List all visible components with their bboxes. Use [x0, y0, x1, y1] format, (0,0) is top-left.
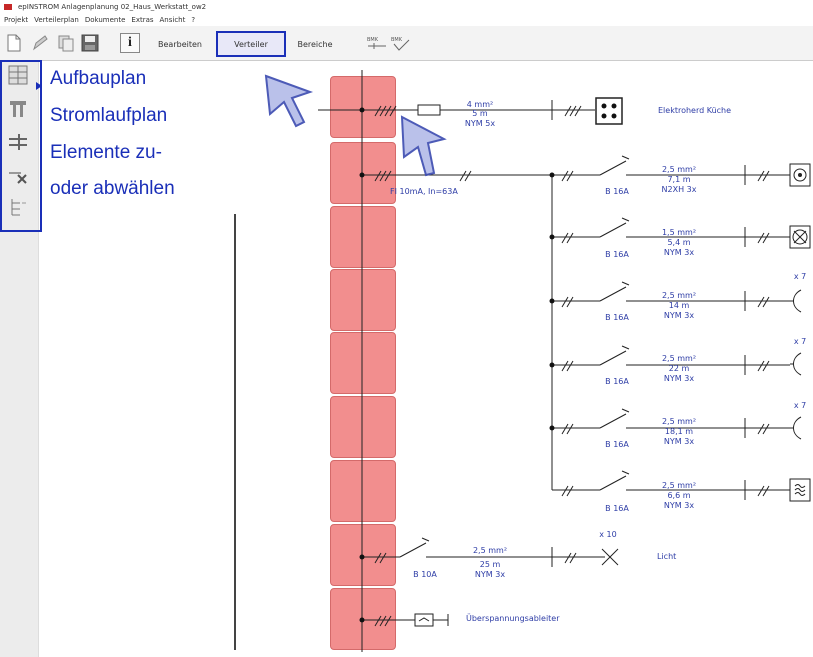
- menu-help[interactable]: ?: [191, 16, 196, 24]
- callout-abwaehlen: oder abwählen: [50, 178, 175, 199]
- breaker-label: B 16A: [605, 440, 629, 449]
- cable-type: NYM 3x: [663, 311, 695, 320]
- cable-type: NYM 3x: [663, 374, 695, 383]
- verteiler-button[interactable]: Verteiler: [216, 31, 286, 57]
- svg-text:BMK: BMK: [391, 37, 403, 43]
- add-element-icon[interactable]: [7, 130, 29, 152]
- main-cable-length: 5 m: [472, 109, 488, 118]
- distribution-cell[interactable]: [330, 396, 396, 458]
- cable-section: 2,5 mm²: [661, 291, 697, 300]
- callout-pointer-icon: [36, 82, 42, 90]
- callout-stromlaufplan: Stromlaufplan: [50, 105, 168, 126]
- main-cable-type: NYM 5x: [464, 119, 496, 128]
- quantity-label: x 7: [793, 272, 807, 281]
- cable-type: N2XH 3x: [661, 185, 697, 194]
- light-cable-type: NYM 3x: [474, 570, 506, 579]
- bearbeiten-label: Bearbeiten: [158, 39, 202, 49]
- cable-section: 2,5 mm²: [661, 481, 697, 490]
- sidebar-highlight-frame: [0, 60, 42, 232]
- tree-structure-icon[interactable]: [7, 196, 29, 218]
- light-quantity-label: x 10: [599, 530, 617, 539]
- callout-elemente: Elemente zu-: [50, 142, 162, 163]
- cable-length: 22 m: [668, 364, 690, 373]
- rcd-label: FI 10mA, In=63A: [390, 187, 458, 196]
- breaker-label: B 16A: [605, 504, 629, 513]
- cable-length: 5,4 m: [667, 238, 691, 247]
- menu-dokumente[interactable]: Dokumente: [84, 16, 126, 24]
- breaker-label: B 16A: [605, 250, 629, 259]
- bearbeiten-button[interactable]: Bearbeiten: [150, 34, 210, 54]
- info-icon[interactable]: i: [120, 33, 140, 53]
- breaker-label: B 16A: [605, 187, 629, 196]
- circuit-schematic: [318, 70, 790, 652]
- stove-icon: [595, 97, 623, 125]
- cable-length: 18,1 m: [664, 427, 694, 436]
- surge-arrester-label: Überspannungsableiter: [466, 614, 560, 623]
- cable-type: NYM 3x: [663, 437, 695, 446]
- new-file-icon[interactable]: [4, 33, 24, 53]
- info-label: i: [128, 35, 132, 50]
- cable-length: 14 m: [668, 301, 690, 310]
- light-breaker-label: B 10A: [413, 570, 437, 579]
- light-cable-length: 25 m: [479, 560, 501, 569]
- window-title: epINSTROM Anlagenplanung 02_Haus_Werksta…: [18, 3, 207, 11]
- distribution-cell[interactable]: [330, 332, 396, 394]
- cable-type: NYM 3x: [663, 501, 695, 510]
- cable-section: 2,5 mm²: [661, 354, 697, 363]
- left-sidebar: [0, 60, 39, 657]
- fan-socket-icon: [789, 225, 811, 249]
- cursor-arrow-icon: [264, 74, 314, 128]
- distribution-cell[interactable]: [330, 206, 396, 268]
- panel-separator: [234, 214, 236, 650]
- light-cable-section: 2,5 mm²: [472, 546, 508, 555]
- main-load-label: Elektroherd Küche: [658, 106, 732, 115]
- cable-section: 2,5 mm²: [661, 417, 697, 426]
- distribution-column: [330, 76, 396, 652]
- heater-icon: [789, 478, 811, 502]
- cable-length: 6,6 m: [667, 491, 691, 500]
- copy-icon[interactable]: [56, 33, 76, 53]
- bmk-check-icon[interactable]: BMK: [390, 33, 414, 53]
- quantity-label: x 7: [793, 401, 807, 410]
- distribution-cell[interactable]: [330, 269, 396, 331]
- cable-section: 2,5 mm²: [661, 165, 697, 174]
- toolbar: i Bearbeiten Verteiler Bereiche BMK BMK: [0, 26, 813, 61]
- light-load-label: Licht: [657, 552, 677, 561]
- layout-plan-icon[interactable]: [7, 64, 29, 86]
- callout-aufbauplan: Aufbauplan: [50, 68, 147, 89]
- cable-length: 7,1 m: [667, 175, 691, 184]
- breaker-label: B 16A: [605, 313, 629, 322]
- menu-ansicht[interactable]: Ansicht: [159, 16, 186, 24]
- outlet-icon: [790, 289, 802, 313]
- verteiler-label: Verteiler: [234, 39, 268, 49]
- outlet-icon: [790, 416, 802, 440]
- bereiche-button[interactable]: Bereiche: [290, 34, 340, 54]
- remove-element-icon[interactable]: [7, 164, 29, 186]
- menu-projekt[interactable]: Projekt: [4, 16, 29, 24]
- svg-text:BMK: BMK: [367, 37, 379, 43]
- save-icon[interactable]: [80, 33, 100, 53]
- menu-verteilerplan[interactable]: Verteilerplan: [34, 16, 79, 24]
- cable-section: 1,5 mm²: [661, 228, 697, 237]
- menu-bar: Projekt Verteilerplan Dokumente Extras A…: [0, 14, 813, 26]
- outlet-icon: [790, 352, 802, 376]
- title-bar: epINSTROM Anlagenplanung 02_Haus_Werksta…: [0, 0, 813, 14]
- distribution-cell[interactable]: [330, 460, 396, 522]
- cable-type: NYM 3x: [663, 248, 695, 257]
- edit-pencil-icon[interactable]: [30, 33, 50, 53]
- circuit-diagram-icon[interactable]: [7, 98, 29, 120]
- socket-icon: [789, 163, 811, 187]
- quantity-label: x 7: [793, 337, 807, 346]
- bmk-icon[interactable]: BMK: [366, 33, 390, 53]
- cursor-arrow-icon: [400, 115, 447, 177]
- app-icon: [4, 4, 12, 10]
- main-cable-section: 4 mm²: [466, 100, 494, 109]
- menu-extras[interactable]: Extras: [131, 16, 154, 24]
- bereiche-label: Bereiche: [297, 39, 333, 49]
- breaker-label: B 16A: [605, 377, 629, 386]
